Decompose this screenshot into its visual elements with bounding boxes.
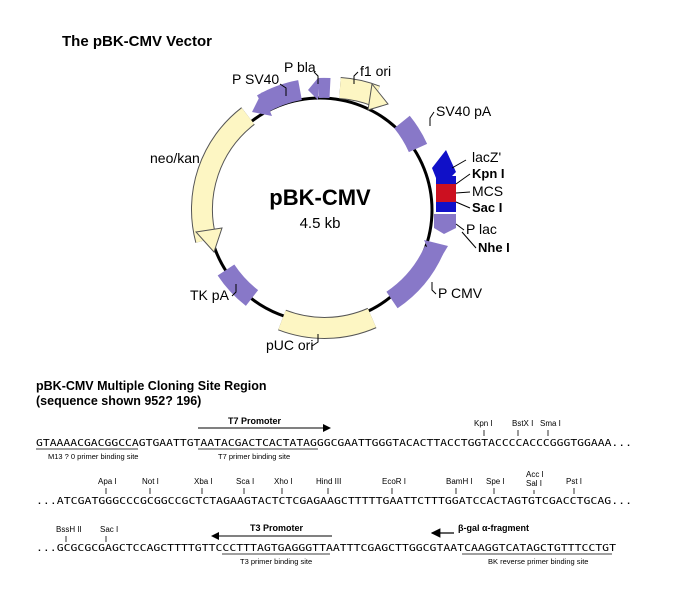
site-apa: Apa I: [98, 477, 117, 486]
site-bamh: BamH I: [446, 477, 473, 486]
label-nhe: Nhe I: [478, 240, 510, 255]
label-p-lac: P lac: [466, 221, 497, 237]
leader-tk-pa: [231, 284, 237, 297]
site-bstx: BstX I: [512, 419, 533, 428]
label-sv40-pa: SV40 pA: [436, 103, 492, 119]
leader-sac: [455, 201, 471, 209]
t7-binding-label: T7 primer binding site: [218, 452, 290, 461]
p-cmv-feature: [386, 245, 444, 309]
mcs-heading: pBK-CMV Multiple Cloning Site Region: [36, 379, 267, 393]
leader-f1-ori: [353, 71, 359, 84]
p-sv40-arrowhead: [252, 92, 272, 116]
m13-label: M13 ? 0 primer binding site: [48, 452, 138, 461]
puc-ori-feature: [278, 308, 377, 338]
site-kpn: Kpn I: [474, 419, 493, 428]
label-sac: Sac I: [472, 200, 502, 215]
neo-kan-arrowhead: [195, 227, 223, 253]
mcs-subheading: (sequence shown 952? 196): [36, 394, 201, 408]
f1-ori-arrowhead: [367, 82, 389, 111]
label-lacz: lacZ': [472, 149, 501, 165]
site-pst: Pst I: [566, 477, 582, 486]
figure-title: The pBK-CMV Vector: [62, 33, 212, 50]
leader-sv40-pa: [429, 111, 435, 126]
site-sac-row3: Sac I: [100, 525, 118, 534]
t3-binding-label: T3 primer binding site: [240, 557, 312, 566]
label-f1-ori: f1 ori: [360, 63, 391, 79]
mcs-block: [436, 184, 456, 202]
tk-pa-feature: [217, 264, 259, 306]
leader-p-sv40: [279, 83, 287, 96]
bk-binding-label: BK reverse primer binding site: [488, 557, 588, 566]
leader-p-lac: [455, 223, 465, 231]
site-acc: Acc I: [526, 470, 544, 479]
site-xba: Xba I: [194, 477, 213, 486]
row-2-ticks: [105, 488, 575, 494]
leader-puc-ori: [311, 334, 319, 347]
p-lac-feature: [434, 214, 456, 234]
plasmid-name: pBK-CMV: [269, 185, 371, 210]
label-p-sv40: P SV40: [232, 71, 279, 87]
p-cmv-arrowhead: [424, 240, 448, 266]
sequence-row-2: ...ATCGATGGGCCCGCGGCCGCTCTAGAAGTACTCTCGA…: [36, 496, 632, 507]
leader-nhe: [461, 231, 477, 249]
site-sal: Sal I: [526, 479, 542, 488]
site-bssh: BssH II: [56, 525, 82, 534]
neo-kan-gene: [192, 108, 255, 243]
lacz-arrowhead: [432, 150, 456, 178]
site-sca: Sca I: [236, 477, 254, 486]
label-mcs: MCS: [472, 183, 503, 199]
t3-promoter-label: T3 Promoter: [250, 523, 304, 533]
label-p-cmv: P CMV: [438, 285, 483, 301]
site-spe: Spe I: [486, 477, 505, 486]
lacz-feature: [436, 176, 456, 184]
site-not: Not I: [142, 477, 159, 486]
site-hind: Hind III: [316, 477, 341, 486]
label-neo-kan: neo/kan: [150, 150, 200, 166]
leader-lacz: [451, 159, 467, 169]
label-puc-ori: pUC ori: [266, 337, 313, 353]
leader-mcs: [455, 191, 471, 194]
site-sma: Sma I: [540, 419, 561, 428]
site-xho: Xho I: [274, 477, 293, 486]
t7-promoter-label: T7 Promoter: [228, 416, 282, 426]
label-kpn: Kpn I: [472, 166, 505, 181]
leader-kpn: [455, 173, 471, 185]
label-p-bla: P bla: [284, 59, 316, 75]
site-ecor: EcoR I: [382, 477, 406, 486]
lacz-lower: [436, 202, 456, 212]
sv40-pa-feature: [394, 115, 428, 153]
plasmid-size: 4.5 kb: [300, 215, 341, 232]
bgal-fragment-label: β-gal α-fragment: [458, 523, 529, 533]
leader-p-bla: [313, 71, 319, 84]
leader-p-cmv: [431, 282, 437, 295]
p-bla-arrowhead: [308, 78, 318, 100]
label-tk-pa: TK pA: [190, 287, 230, 303]
